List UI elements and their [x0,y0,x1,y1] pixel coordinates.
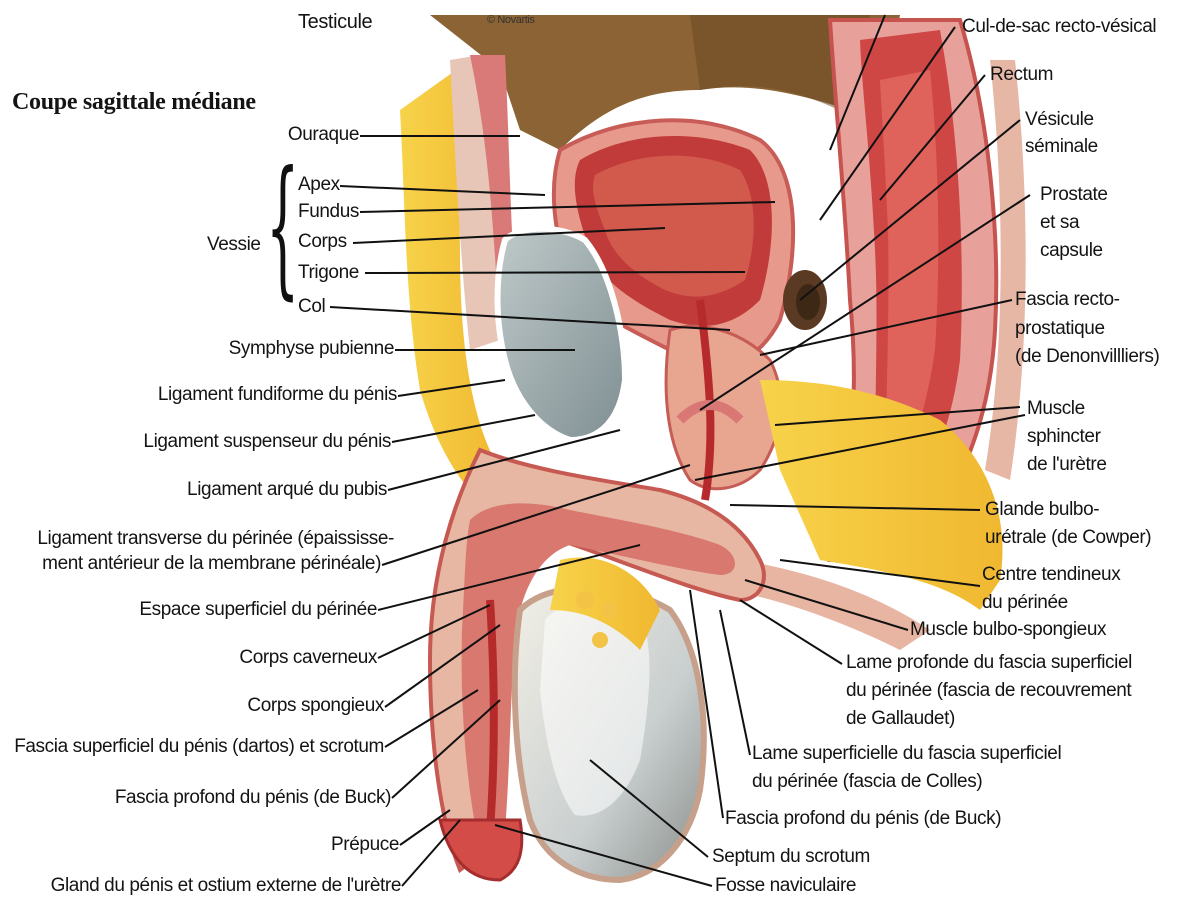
fascia-recto-label-line2: prostatique [1015,318,1105,339]
seminal-vesicle [783,270,827,330]
rectum-label: Rectum [990,64,1053,85]
centre-tendineux-label-line1: Centre tendineux [982,564,1120,585]
muscle-sphincter-label-line3: de l'urètre [1027,454,1107,475]
cul-de-sac-label: Cul-de-sac recto-vésical [962,16,1156,37]
vesicule-label-line1: Vésicule [1025,109,1094,130]
centre-tendineux-label-line2: du périnée [982,592,1068,613]
ouraque-label: Ouraque [288,124,359,145]
corps-spongieux-label: Corps spongieux [247,695,384,716]
prepuce-label: Prépuce [331,834,399,855]
vessie-fundus-label: Fundus [298,201,359,222]
vessie-corps-label: Corps [298,231,347,252]
muscle-sphincter-label-line2: sphincter [1027,426,1101,447]
glande-bulbo-label-line2: urétrale (de Cowper) [985,527,1151,548]
vesicule-label-line2: séminale [1025,136,1098,157]
fascia-superficiel-penis-label: Fascia superficiel du pénis (dartos) et … [14,736,384,757]
espace-superficiel-label: Espace superficiel du périnée [139,599,377,620]
copyright-credit: © Novartis [487,10,535,31]
vessie-trigone-label: Trigone [298,262,359,283]
symphyse-pubienne-label: Symphyse pubienne [229,338,394,359]
prostate-label-line3: capsule [1040,240,1103,261]
septum-scrotum-label: Septum du scrotum [712,846,870,867]
prostate-label-line2: et sa [1040,212,1079,233]
lame-profonde-label-line3: de Gallaudet) [846,708,955,729]
fascia-recto-label-line3: (de Denonvillliers) [1015,346,1159,367]
lame-superficielle-label-line1: Lame superficielle du fascia superficiel [752,743,1061,764]
scrotum [515,557,704,880]
ligament-transverse-label-line2: ment antérieur de la membrane périnéale) [42,553,381,574]
ligament-arque-label: Ligament arqué du pubis [187,479,387,500]
vessie-group-label: Vessie [207,234,261,255]
fascia-profond-penis-left-label: Fascia profond du pénis (de Buck) [115,787,391,808]
fascia-recto-label-line1: Fascia recto- [1015,289,1120,310]
ligament-fundiforme-label: Ligament fundiforme du pénis [158,384,397,405]
vessie-apex-label: Apex [298,174,340,195]
vessie-brace: { [266,152,299,302]
corps-caverneux-label: Corps caverneux [239,647,377,668]
glande-bulbo-label-line1: Glande bulbo- [985,499,1099,520]
muscle-sphincter-label-line1: Muscle [1027,398,1085,419]
fascia-profond-penis-bottom-label: Fascia profond du pénis (de Buck) [725,808,1001,829]
fosse-naviculaire-label: Fosse naviculaire [715,875,856,896]
figure-title: Coupe sagittale médiane [12,92,256,113]
ligament-transverse-label-line1: Ligament transverse du périnée (épaissis… [37,528,394,549]
lame-profonde-label-line1: Lame profonde du fascia superficiel [846,652,1132,673]
vessie-col-label: Col [298,296,325,317]
prostate-label-line1: Prostate [1040,184,1108,205]
gland-penis-label: Gland du pénis et ostium externe de l'ur… [51,875,401,896]
muscle-bulbo-spongieux-label: Muscle bulbo-spongieux [910,619,1106,640]
lame-profonde-label-line2: du périnée (fascia de recouvrement [846,680,1131,701]
ligament-suspenseur-label: Ligament suspenseur du pénis [143,431,391,452]
top-fragment-label: Testicule [298,12,372,33]
lame-superficielle-label-line2: du périnée (fascia de Colles) [752,771,982,792]
